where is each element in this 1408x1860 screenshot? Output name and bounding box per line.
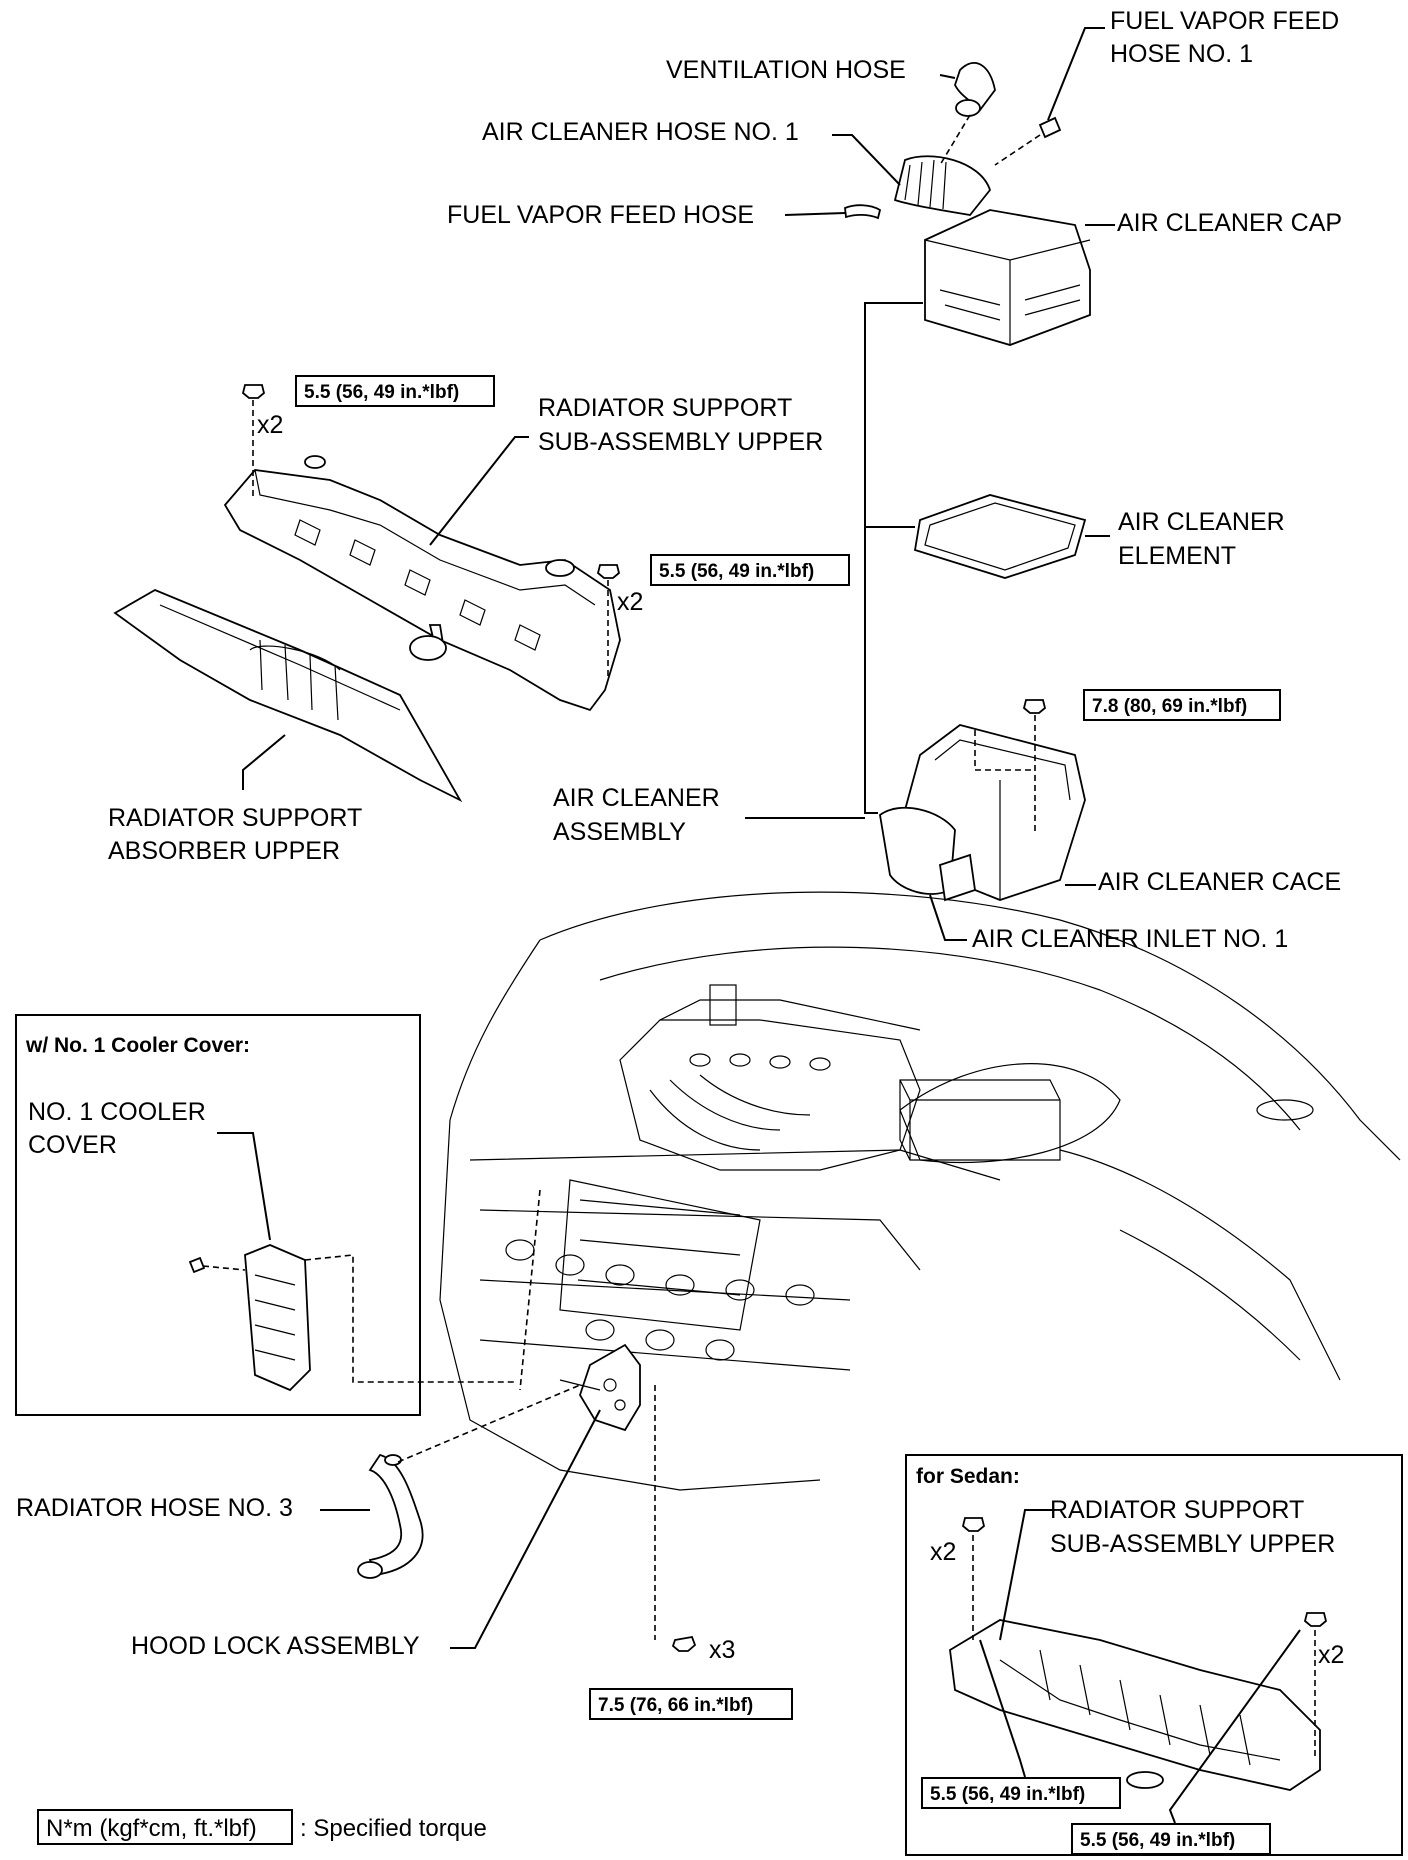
label-radiator-support-upper-line2: SUB-ASSEMBLY UPPER	[538, 428, 823, 456]
radiator-support-absorber-part	[113, 588, 463, 803]
label-air-cleaner-hose-no1: AIR CLEANER HOSE NO. 1	[482, 118, 799, 146]
torque-value: 5.5 (56, 49 in.*lbf)	[930, 1784, 1085, 1805]
label-fuel-vapor-feed-hose: FUEL VAPOR FEED HOSE	[447, 201, 754, 229]
ventilation-hose-part	[954, 62, 996, 117]
quantity-x3: x3	[709, 1636, 735, 1664]
torque-spec-sedan-5-5-a: 5.5 (56, 49 in.*lbf)	[921, 1777, 1121, 1809]
radiator-hose-no3-part	[357, 1453, 424, 1579]
torque-value: 5.5 (56, 49 in.*lbf)	[659, 561, 814, 582]
torque-value: 7.5 (76, 66 in.*lbf)	[598, 1695, 753, 1716]
torque-value: 5.5 (56, 49 in.*lbf)	[304, 382, 459, 403]
sedan-radiator-support-part	[949, 1619, 1321, 1791]
inset-title-cooler-cover: w/ No. 1 Cooler Cover:	[25, 1034, 250, 1057]
quantity-x2: x2	[930, 1538, 956, 1566]
dashed-guides	[202, 114, 1316, 1760]
torque-spec-5-5-a: 5.5 (56, 49 in.*lbf)	[295, 375, 495, 407]
vehicle-front-illustration	[439, 891, 1401, 1491]
leader-lines	[217, 27, 1301, 1824]
label-air-cleaner-element-line2: ELEMENT	[1118, 542, 1236, 570]
label-radiator-hose-no3: RADIATOR HOSE NO. 3	[16, 1494, 293, 1522]
no1-cooler-cover-part	[244, 1244, 311, 1392]
radiator-support-upper-part	[223, 455, 621, 712]
fuel-vapor-feed-hose-no1-part	[1038, 116, 1062, 139]
torque-value: 5.5 (56, 49 in.*lbf)	[1080, 1830, 1235, 1851]
label-fuel-vapor-feed-hose-no1: FUEL VAPOR FEED	[1110, 7, 1339, 35]
label-air-cleaner-assembly-line2: ASSEMBLY	[553, 818, 686, 846]
label-radiator-support-upper: RADIATOR SUPPORT	[538, 394, 792, 422]
quantity-x2: x2	[617, 588, 643, 616]
torque-spec-5-5-b: 5.5 (56, 49 in.*lbf)	[650, 554, 850, 586]
torque-spec-7-5: 7.5 (76, 66 in.*lbf)	[589, 1688, 793, 1720]
label-fuel-vapor-feed-hose-no1-line2: HOSE NO. 1	[1110, 40, 1253, 68]
label-radiator-support-absorber-line2: ABSORBER UPPER	[108, 837, 340, 865]
legend-unit-box: N*m (kgf*cm, ft.*lbf)	[46, 1815, 257, 1842]
air-cleaner-hose-no1-part	[893, 155, 992, 216]
label-ventilation-hose: VENTILATION HOSE	[666, 56, 906, 84]
torque-spec-7-8: 7.8 (80, 69 in.*lbf)	[1083, 689, 1281, 721]
label-radiator-support-absorber: RADIATOR SUPPORT	[108, 804, 362, 832]
torque-spec-sedan-5-5-b: 5.5 (56, 49 in.*lbf)	[1071, 1823, 1271, 1855]
torque-legend: N*m (kgf*cm, ft.*lbf) : Specified torque	[37, 1809, 487, 1845]
quantity-x2: x2	[257, 411, 283, 439]
torque-value: 7.8 (80, 69 in.*lbf)	[1092, 696, 1247, 717]
inset-title-sedan: for Sedan:	[916, 1465, 1020, 1488]
air-cleaner-case-part	[879, 724, 1086, 902]
label-sedan-radiator-support: RADIATOR SUPPORT	[1050, 1496, 1304, 1524]
cooler-cover-inset	[15, 1014, 421, 1416]
label-no1-cooler-cover: NO. 1 COOLER	[28, 1098, 206, 1126]
air-cleaner-element-part	[913, 494, 1087, 579]
label-air-cleaner-element: AIR CLEANER	[1118, 508, 1285, 536]
quantity-x2: x2	[1318, 1641, 1344, 1669]
label-air-cleaner-inlet-no1: AIR CLEANER INLET NO. 1	[972, 925, 1288, 953]
legend-description: : Specified torque	[300, 1815, 487, 1842]
hood-lock-assembly-part	[559, 1343, 641, 1432]
fuel-vapor-feed-hose-part	[844, 204, 882, 220]
air-cleaner-cap-part	[924, 209, 1091, 346]
label-sedan-radiator-support-line2: SUB-ASSEMBLY UPPER	[1050, 1530, 1335, 1558]
label-air-cleaner-cap: AIR CLEANER CAP	[1117, 209, 1342, 237]
label-hood-lock-assembly: HOOD LOCK ASSEMBLY	[131, 1632, 420, 1660]
label-air-cleaner-assembly: AIR CLEANER	[553, 784, 720, 812]
label-air-cleaner-case: AIR CLEANER CACE	[1098, 868, 1341, 896]
bolts	[241, 384, 1328, 1652]
label-no1-cooler-cover-line2: COVER	[28, 1131, 117, 1159]
